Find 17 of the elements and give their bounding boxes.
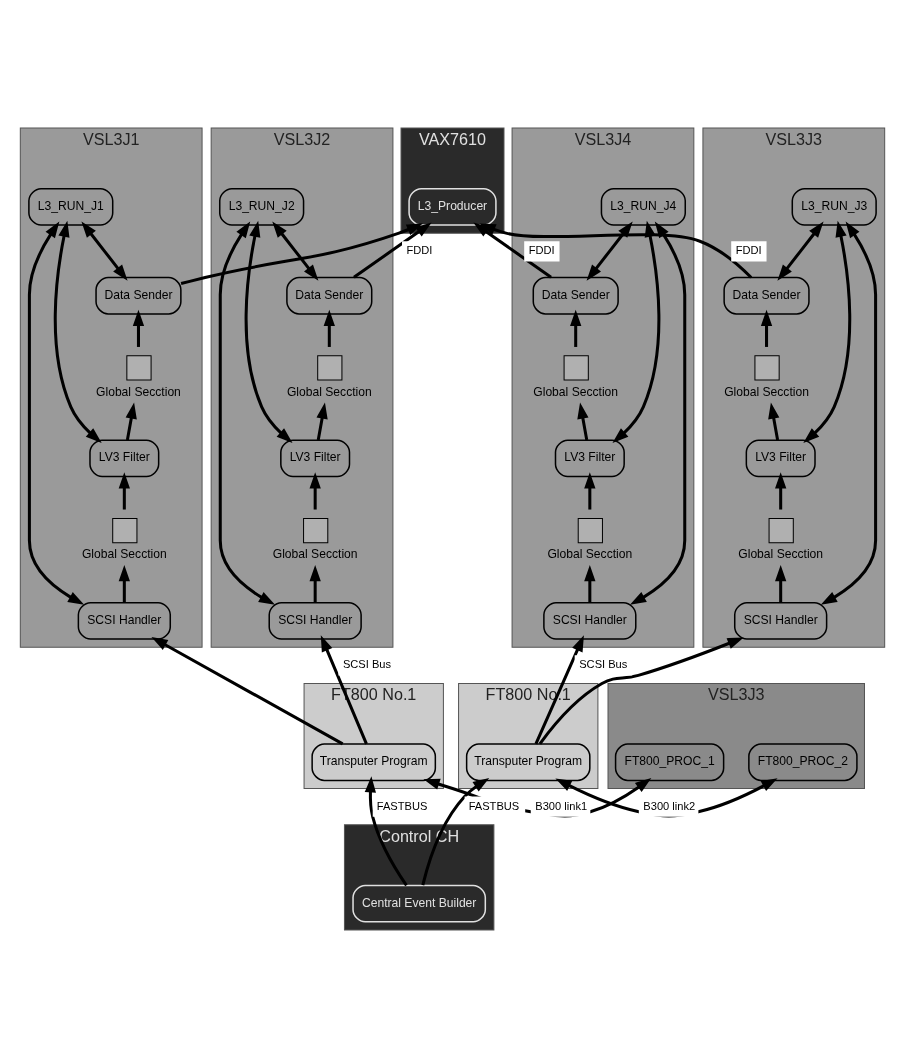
node-label: Global Secction (547, 546, 633, 561)
edge-label: B300 link1 (535, 799, 588, 812)
node-label: Global Secction (724, 384, 809, 399)
edge-label: FDDI (528, 243, 555, 256)
node-label: Global Secction (96, 384, 181, 399)
node-label: Global Secction (272, 546, 358, 561)
edge-label: FASTBUS (376, 799, 428, 812)
edge-label: FASTBUS (468, 799, 520, 812)
node-label: Global Secction (533, 384, 619, 399)
node-label: Global Secction (738, 546, 824, 561)
edge-label: B300 link2 (643, 799, 696, 812)
node-label: Global Secction (286, 384, 372, 399)
node-label: Global Secction (81, 546, 167, 561)
edge-label: FDDI (735, 243, 762, 256)
edge-label: SCSI Bus (579, 657, 628, 670)
edge-label: SCSI Bus (342, 657, 392, 670)
edge-label: FDDI (406, 243, 433, 256)
